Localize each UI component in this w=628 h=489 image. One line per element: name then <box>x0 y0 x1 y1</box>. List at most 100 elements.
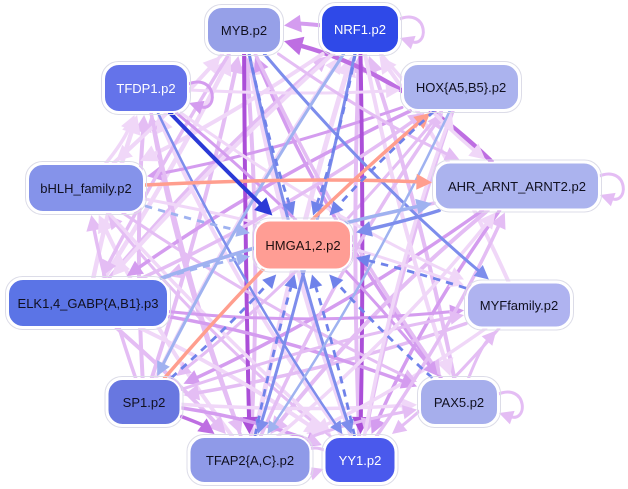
arrowhead <box>235 252 250 266</box>
arrowhead <box>473 265 489 280</box>
edge-path <box>197 321 468 395</box>
node-outer-ring <box>417 376 501 428</box>
edge-myb-elk <box>102 52 231 276</box>
node-outer-ring <box>104 376 184 428</box>
node-box <box>254 219 352 271</box>
edge-path <box>140 120 414 280</box>
arrowhead <box>385 84 400 99</box>
node-tfap2[interactable]: TFAP2{A,C}.p2 <box>186 434 314 486</box>
node-nrf1[interactable]: NRF1.p2 <box>318 2 402 56</box>
arrowhead <box>235 223 250 237</box>
edge-tfap2-ahr <box>276 212 496 438</box>
edge-path <box>363 52 447 362</box>
node-outer-ring <box>464 279 574 331</box>
node-hmga[interactable]: HMGA1,2.p2 <box>252 217 354 273</box>
arrowhead <box>330 420 343 434</box>
arrowhead <box>282 200 296 216</box>
edge-path <box>299 43 494 164</box>
edge-path <box>163 257 238 280</box>
edge-ahr-hmga <box>356 208 441 237</box>
edge-nrf1-elk <box>112 52 335 276</box>
arrowhead <box>157 360 170 376</box>
arrowhead <box>468 143 486 160</box>
node-sp1[interactable]: SP1.p2 <box>104 376 184 428</box>
edge-sp1-tfap2 <box>179 414 215 434</box>
arrowhead <box>416 173 432 190</box>
arrowhead <box>423 360 438 376</box>
arrowhead <box>600 192 616 207</box>
node-ahr[interactable]: AHR_ARNT_ARNT2.p2 <box>432 159 602 213</box>
edge-path <box>159 106 404 175</box>
arrowhead <box>392 419 408 434</box>
edge-path <box>156 111 337 425</box>
edge-path <box>144 204 238 232</box>
edge-bhlh-ahr <box>143 173 432 190</box>
edge-pax5-hmga <box>329 274 434 380</box>
arrowhead <box>309 274 323 290</box>
edge-bhlh-hmga <box>144 204 250 237</box>
edge-path <box>374 224 501 438</box>
arrowhead <box>284 14 302 33</box>
node-box <box>206 6 282 54</box>
edge-hox-tfap2 <box>267 109 451 434</box>
arrowhead <box>436 357 454 376</box>
arrowhead <box>307 466 324 481</box>
arrowhead <box>197 418 215 434</box>
node-elk[interactable]: ELK1,4_GABP{A,B1}.p3 <box>5 276 171 330</box>
edge-path <box>104 228 234 438</box>
node-hox[interactable]: HOX{A5,B5}.p2 <box>400 61 522 113</box>
arrowhead <box>207 415 226 434</box>
arrowhead <box>86 215 102 232</box>
edge-path <box>279 208 490 423</box>
node-box <box>7 278 169 328</box>
edge-path <box>162 128 345 438</box>
arrowhead <box>284 274 298 290</box>
node-tfdp1[interactable]: TFDP1.p2 <box>101 61 191 115</box>
edge-tfdp1-hmga <box>168 111 273 216</box>
self-loop-ahr <box>595 172 625 207</box>
arrowhead <box>402 405 417 420</box>
edge-nrf1-sp1 <box>157 52 346 376</box>
node-outer-ring <box>25 161 147 215</box>
node-box <box>103 63 189 113</box>
arrowhead <box>370 416 386 434</box>
edge-tfdp1-hox <box>187 84 400 99</box>
edge-path <box>170 283 269 380</box>
self-loop-path <box>494 390 524 419</box>
node-pax5[interactable]: PAX5.p2 <box>417 376 501 428</box>
node-myf[interactable]: MYFfamily.p2 <box>464 279 574 331</box>
arrowhead <box>379 56 397 75</box>
edge-yy1-hmga <box>309 274 356 437</box>
edge-path <box>273 109 451 425</box>
arrowhead <box>183 370 201 385</box>
arrowhead <box>356 221 373 237</box>
edge-elk-hmga <box>163 252 250 280</box>
edge-path <box>247 53 291 204</box>
node-box <box>106 378 182 426</box>
edge-path <box>369 208 441 231</box>
arrowhead <box>443 147 460 161</box>
self-loop-nrf1 <box>395 15 425 50</box>
arrowhead <box>329 274 344 289</box>
edge-myb-hmga <box>247 53 296 216</box>
edge-path <box>316 53 357 204</box>
node-outer-ring <box>400 61 522 113</box>
arrowhead <box>102 258 117 276</box>
edge-path <box>121 211 406 378</box>
node-box <box>419 378 499 426</box>
edge-sp1-hmga <box>170 274 277 380</box>
self-loop-tfdp1 <box>184 80 214 115</box>
node-box <box>320 4 400 54</box>
edge-path <box>121 52 335 266</box>
node-outer-ring <box>186 434 314 486</box>
edge-bhlh-tfdp1 <box>104 115 136 165</box>
node-bhlh[interactable]: bHLH_family.p2 <box>25 161 147 215</box>
self-loop-path <box>184 80 214 109</box>
arrowhead <box>481 330 497 346</box>
node-yy1[interactable]: YY1.p2 <box>321 434 399 486</box>
arrowhead <box>267 420 280 434</box>
node-myb[interactable]: MYB.p2 <box>204 4 284 56</box>
arrowhead <box>116 144 133 161</box>
